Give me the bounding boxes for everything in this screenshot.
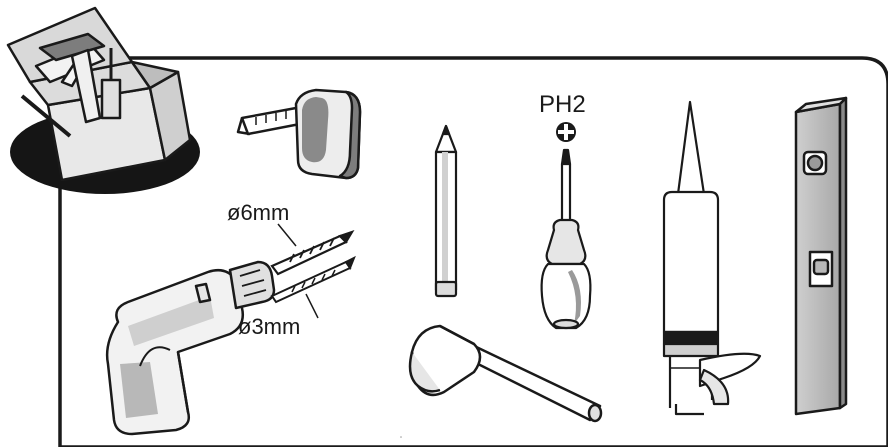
tools-frame <box>58 56 888 447</box>
caulking-gun-icon <box>662 100 762 416</box>
drill-bit-6mm-label: ø6mm <box>227 200 289 225</box>
spirit-level-icon <box>794 96 848 416</box>
drill-bit-3mm-label: ø3mm <box>238 314 300 339</box>
rubber-mallet-icon <box>408 324 603 423</box>
drill-bit-6mm-icon <box>270 230 355 276</box>
phillips-screwdriver-icon <box>540 148 592 330</box>
drill-bit-3mm-leader <box>305 293 319 319</box>
tape-measure-icon <box>236 88 362 180</box>
drill-bit-3mm-icon <box>270 255 356 304</box>
screwdriver-size-label: PH2 <box>539 91 586 118</box>
toolbox-icon <box>6 6 200 194</box>
phillips-head-symbol-icon <box>556 122 576 142</box>
pencil-icon <box>434 124 458 298</box>
electric-drill-icon <box>105 260 276 436</box>
drill-bit-6mm-leader <box>277 223 297 247</box>
speck <box>400 436 402 438</box>
